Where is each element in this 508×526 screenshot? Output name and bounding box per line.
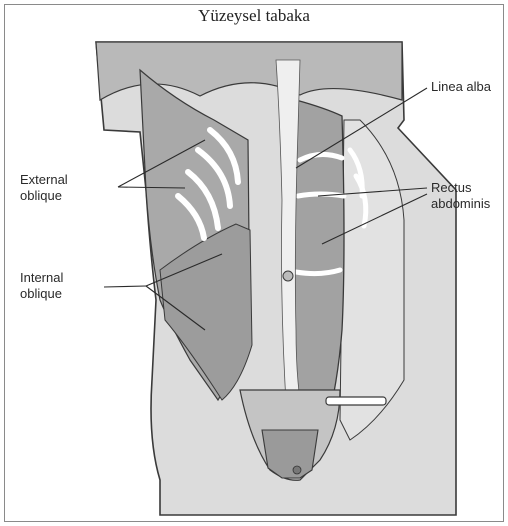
label-external-oblique: External oblique <box>20 172 68 204</box>
label-linea-alba: Linea alba <box>431 79 491 95</box>
label-external-oblique-line2: oblique <box>20 188 68 204</box>
label-rectus-abdominis-line2: abdominis <box>431 196 490 212</box>
label-rectus-abdominis: Rectus abdominis <box>431 180 490 212</box>
genital-detail <box>293 466 301 474</box>
label-external-oblique-line1: External <box>20 172 68 188</box>
umbilicus <box>283 271 293 281</box>
label-internal-oblique-line2: oblique <box>20 286 63 302</box>
retractor-instrument <box>326 397 386 405</box>
label-internal-oblique-line1: Internal <box>20 270 63 286</box>
label-rectus-abdominis-line1: Rectus <box>431 180 490 196</box>
label-internal-oblique: Internal oblique <box>20 270 63 302</box>
rectus-abdominis-muscle <box>292 100 344 425</box>
